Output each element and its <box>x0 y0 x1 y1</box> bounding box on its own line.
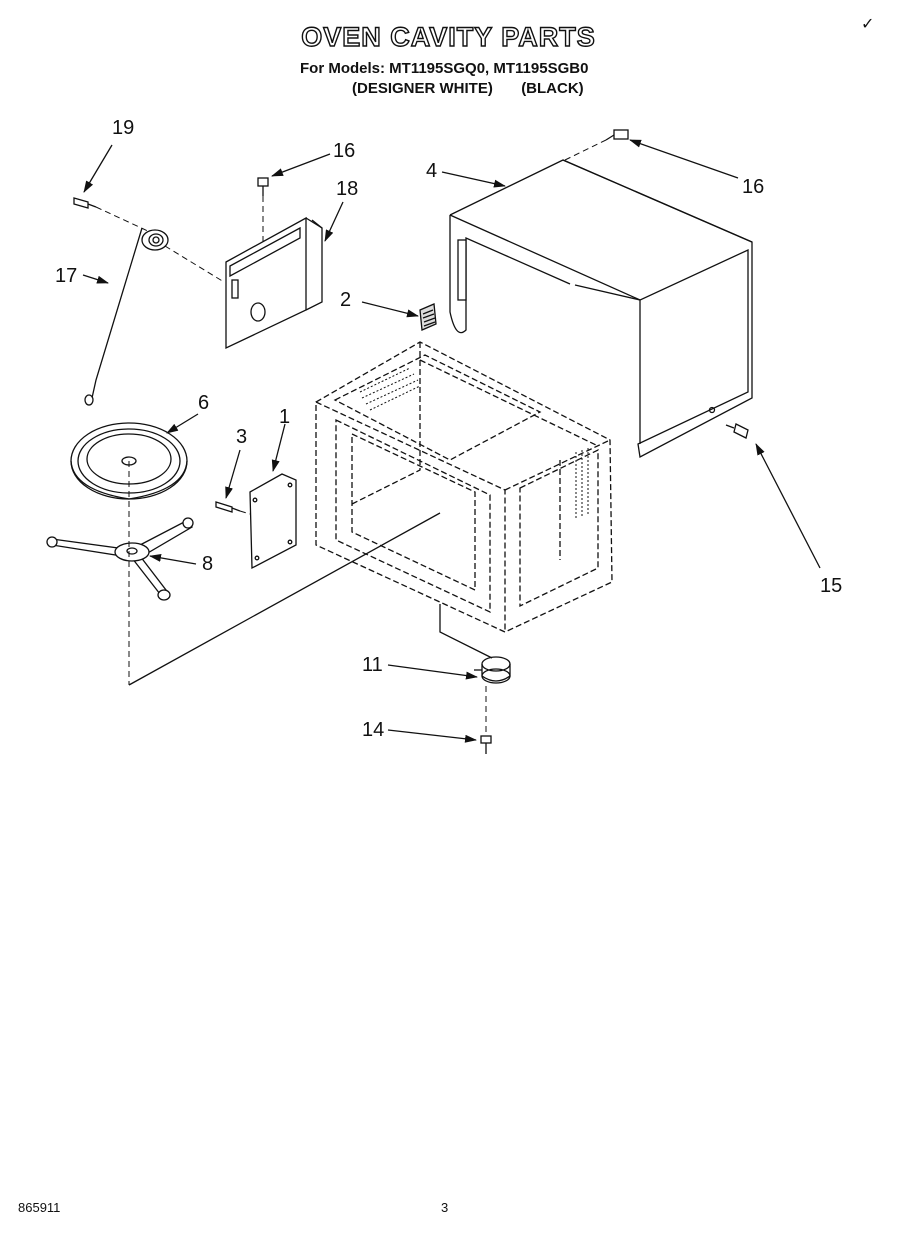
callout-3: 3 <box>236 426 247 448</box>
callout-labels: 19 16 18 4 16 17 2 6 3 1 8 15 11 14 <box>55 117 842 741</box>
variant-black: (BLACK) <box>521 80 584 97</box>
models-line: For Models: MT1195SGQ0, MT1195SGB0 <box>300 60 589 77</box>
outer-wrapper-part <box>449 159 753 459</box>
callout-4: 4 <box>426 160 437 182</box>
page-number: 3 <box>441 1200 449 1215</box>
assembly-lines <box>95 139 607 734</box>
variant-white: (DESIGNER WHITE) <box>352 80 493 97</box>
cavity-vent-holes <box>359 367 589 520</box>
waveguide-cover-part <box>225 216 323 350</box>
check-mark-icon: ✓ <box>861 14 875 33</box>
callout-6: 6 <box>198 392 209 414</box>
callout-11: 11 <box>362 654 383 676</box>
assembly-line-solid <box>128 512 441 686</box>
turntable-motor-part <box>439 604 511 684</box>
page-title: OVEN CAVITY PARTS <box>301 21 596 52</box>
screw-part-16-left <box>257 177 269 196</box>
callout-2: 2 <box>340 289 351 311</box>
callout-17: 17 <box>55 265 77 287</box>
oven-cavity-dashed <box>315 341 613 633</box>
callout-arrows <box>82 139 821 743</box>
document-code: 865911 <box>18 1200 61 1215</box>
screw-part-16-right <box>605 129 629 141</box>
cavity-plate-part <box>249 473 297 570</box>
callout-1: 1 <box>279 406 290 428</box>
callout-15: 15 <box>820 575 842 597</box>
callout-16-left: 16 <box>333 140 355 162</box>
screw-part-14 <box>480 735 492 754</box>
callout-18: 18 <box>336 178 358 200</box>
callout-8: 8 <box>202 553 213 575</box>
roller-support-part <box>46 517 194 601</box>
screw-part-19 <box>73 197 97 209</box>
lamp-wire-part <box>84 227 169 406</box>
screw-part-15 <box>725 423 749 439</box>
model-variants: (DESIGNER WHITE) (BLACK) <box>352 80 584 97</box>
gasket-part <box>419 303 437 331</box>
callout-14: 14 <box>362 719 384 741</box>
callout-19: 19 <box>112 117 134 139</box>
screw-part-3 <box>215 501 241 513</box>
callout-16-right: 16 <box>742 176 764 198</box>
